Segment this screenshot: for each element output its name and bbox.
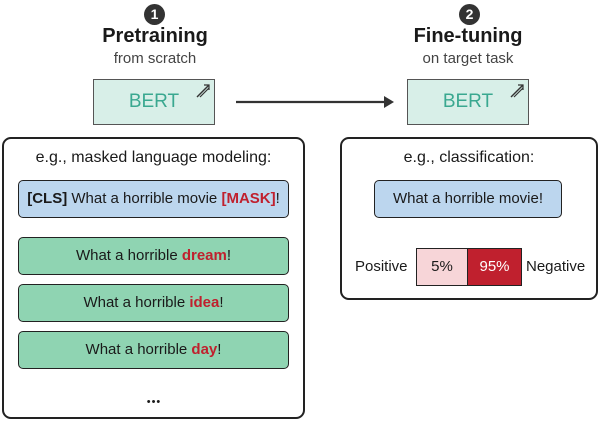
corner-arrow-icon xyxy=(196,84,210,98)
negative-label: Negative xyxy=(526,258,586,275)
prediction-word: day xyxy=(191,341,218,358)
ellipsis: ••• xyxy=(146,396,162,408)
prediction-end: ! xyxy=(217,341,222,358)
pretraining-bert-box: BERT xyxy=(93,79,215,125)
prediction-prefix: What a horrible xyxy=(75,247,178,264)
mask-token: [MASK] xyxy=(221,190,276,207)
prediction-prefix: What a horrible xyxy=(83,294,186,311)
negative-probability: 95% xyxy=(467,248,522,286)
prediction-item: What a horrible idea! xyxy=(18,284,289,322)
step-number-2: 2 xyxy=(459,4,480,25)
finetuning-bert-box: BERT xyxy=(407,79,529,125)
bert-label: BERT xyxy=(442,91,494,112)
prediction-end: ! xyxy=(226,247,232,264)
prediction-item: What a horrible day! xyxy=(18,331,289,369)
pretraining-title: Pretraining xyxy=(102,25,208,47)
prediction-word: dream xyxy=(181,247,227,264)
bert-label: BERT xyxy=(128,91,180,112)
positive-label: Positive xyxy=(355,258,408,275)
step-number-1: 1 xyxy=(144,4,165,25)
masked-input-sentence: [CLS] What a horrible movie [MASK]! xyxy=(18,180,289,218)
classification-input-sentence: What a horrible movie! xyxy=(374,180,562,218)
finetuning-title: Fine-tuning xyxy=(413,25,523,47)
input-text: What a horrible movie xyxy=(71,190,218,207)
finetuning-panel-title: e.g., classification: xyxy=(403,149,535,166)
corner-arrow-icon xyxy=(510,84,524,98)
prediction-word: idea xyxy=(189,294,220,311)
prediction-prefix: What a horrible xyxy=(85,341,188,358)
pretraining-subtitle: from scratch xyxy=(113,50,197,67)
input-end: ! xyxy=(275,190,280,207)
positive-probability: 5% xyxy=(416,248,468,286)
cls-token: [CLS] xyxy=(27,190,68,207)
prediction-end: ! xyxy=(219,294,224,311)
prediction-item: What a horrible dream! xyxy=(18,237,289,275)
right-arrow-icon xyxy=(236,96,394,108)
pretraining-panel-title: e.g., masked language modeling: xyxy=(35,149,272,166)
finetuning-subtitle: on target task xyxy=(422,50,514,67)
